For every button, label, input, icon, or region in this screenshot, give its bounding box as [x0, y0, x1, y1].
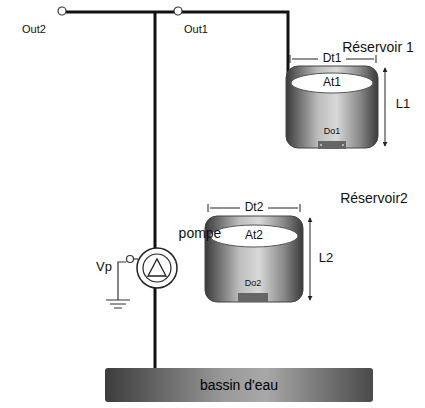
dimension-label: L1: [396, 97, 410, 111]
pipe: [66, 12, 288, 370]
reservoir-cylinder: [205, 204, 310, 302]
reservoir-name: Réservoir 1: [342, 40, 414, 55]
voltage-name: Vp: [96, 260, 112, 274]
basin-label: bassin d'eau: [200, 377, 278, 393]
outlet-name: Out1: [184, 23, 208, 35]
dimension-label: Dt1: [323, 52, 342, 65]
dimension-label: Do2: [245, 279, 262, 289]
area-label: At1: [323, 76, 341, 89]
pump-symbol: [137, 248, 177, 288]
outlet-terminal: [174, 7, 182, 15]
pump-name: pompe: [179, 226, 222, 241]
reservoir-cylinder: [286, 55, 385, 149]
outlet-name: Out2: [22, 23, 46, 35]
dimension-label: Do1: [324, 127, 341, 137]
water-basin: [105, 368, 373, 402]
dimension-label: Dt2: [245, 201, 264, 214]
water-basin-box: bassin d'eau: [105, 368, 373, 402]
reservoir-name: Réservoir2: [340, 191, 408, 206]
dimension-label: L2: [319, 251, 333, 265]
outlet-terminal: [58, 7, 66, 15]
area-label: At2: [245, 229, 263, 242]
